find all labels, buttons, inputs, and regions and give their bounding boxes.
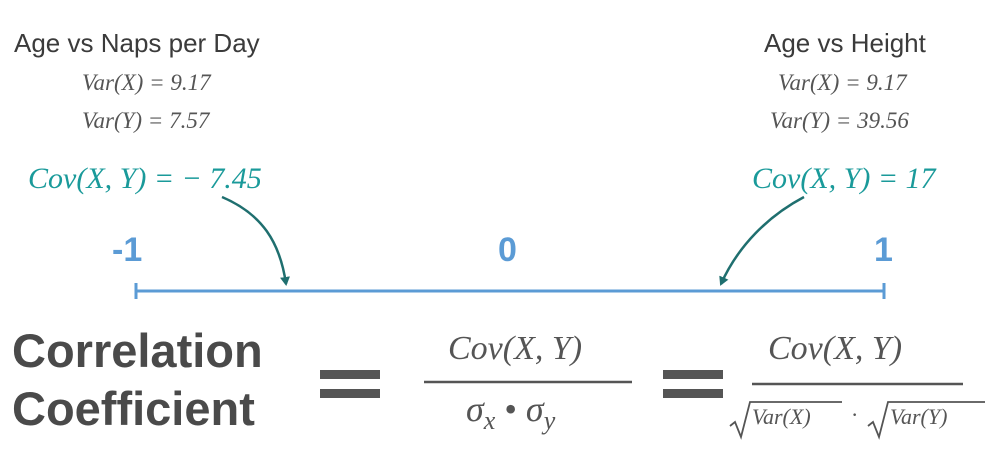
fraction-2-denominator-var-x: Var(X) [752, 404, 811, 429]
sigma-y: σy [525, 389, 556, 436]
formula-lhs-line2: Coefficient [12, 382, 255, 435]
equals-sign-1-top [320, 370, 380, 379]
sigma-x: σx [466, 389, 496, 436]
right-var-x: Var(X) = 9.17 [778, 70, 907, 95]
scale-max-label: 1 [874, 231, 893, 269]
right-arrow [719, 195, 805, 286]
fraction-2-denominator-var-y: Var(Y) [890, 404, 948, 429]
right-covariance: Cov(X, Y) = 17 [752, 162, 936, 195]
sqrt-sign-1 [729, 401, 842, 440]
left-title: Age vs Naps per Day [14, 28, 260, 58]
right-var-y: Var(Y) = 39.56 [770, 108, 909, 133]
equals-sign-2-bottom [663, 389, 723, 398]
product-dot: • [504, 389, 517, 429]
scale-mid-label: 0 [498, 231, 517, 269]
fraction-1-denominator: σx • σy [466, 388, 555, 436]
left-covariance: Cov(X, Y) = − 7.45 [28, 162, 262, 195]
scale-min-label: -1 [112, 231, 143, 269]
fraction-2-numerator: Cov(X, Y) [768, 330, 903, 367]
fraction-2-denominator-dot: · [851, 402, 859, 427]
sqrt-sign-2 [867, 401, 985, 440]
left-arrow [221, 195, 290, 286]
left-var-y: Var(Y) = 7.57 [82, 108, 210, 133]
equals-sign-1-bottom [320, 389, 380, 398]
left-var-x: Var(X) = 9.17 [82, 70, 211, 95]
formula-lhs: Correlation Coefficient [12, 322, 263, 438]
fraction-1-numerator: Cov(X, Y) [448, 330, 583, 367]
formula-lhs-line1: Correlation [12, 324, 263, 377]
right-title: Age vs Height [764, 28, 926, 58]
equals-sign-2-top [663, 370, 723, 379]
